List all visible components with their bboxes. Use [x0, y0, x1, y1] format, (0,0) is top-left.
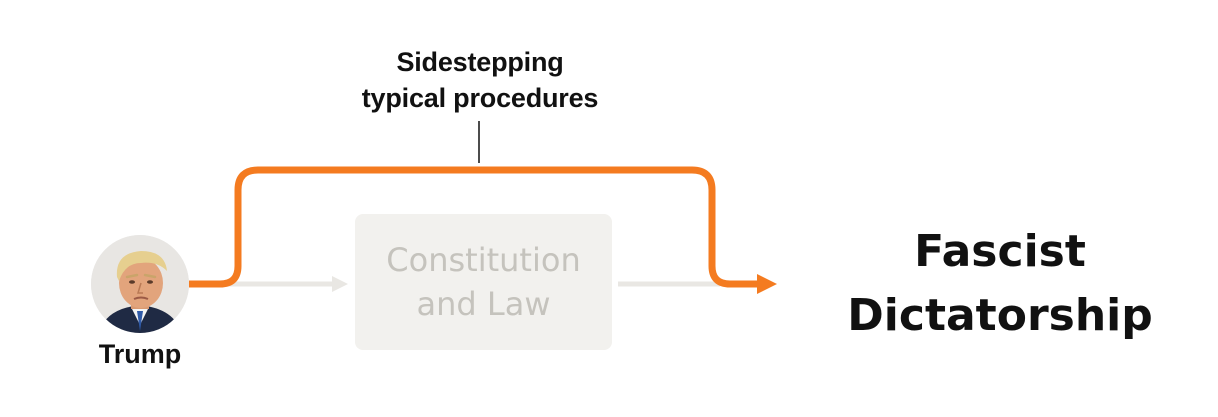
destination-label: Fascist Dictatorship — [820, 220, 1180, 348]
annotation-line-1: Sidestepping — [396, 47, 564, 77]
bypass-path — [189, 166, 760, 288]
destination-line-1: Fascist — [914, 226, 1086, 277]
trump-avatar — [91, 235, 189, 333]
box-label-line-2: and Law — [416, 285, 551, 323]
bypass-annotation: Sidestepping typical procedures — [330, 44, 630, 116]
constitution-law-box: Constitution and Law — [355, 214, 612, 350]
annotation-line-2: typical procedures — [361, 83, 599, 113]
blocked-path-arrowhead — [332, 276, 348, 292]
bypass-arrowhead — [757, 274, 777, 294]
portrait-photo-icon — [91, 235, 189, 333]
person-label: Trump — [98, 339, 182, 369]
box-label-line-1: Constitution — [386, 241, 581, 279]
destination-line-2: Dictatorship — [847, 290, 1153, 341]
